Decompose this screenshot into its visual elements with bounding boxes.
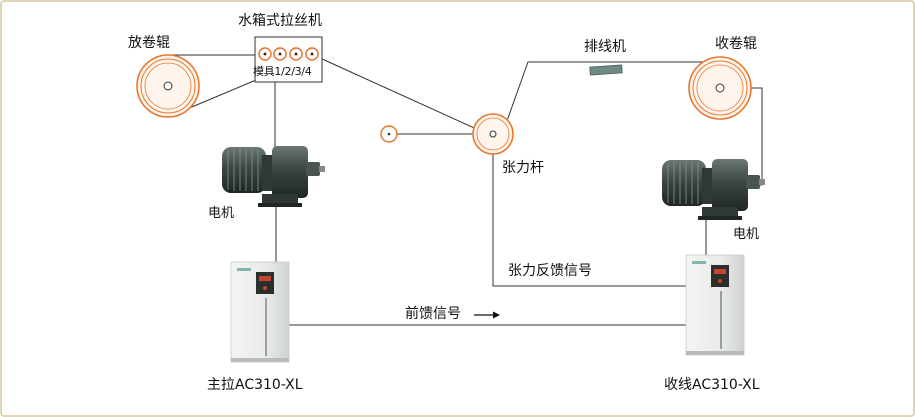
inverter-main-icon [230, 261, 290, 363]
arrow-right-icon [474, 311, 500, 319]
drawing-machine-label: 水箱式拉丝机 [238, 13, 322, 29]
die-icon [273, 47, 287, 61]
tension-feedback-line [492, 140, 700, 287]
inverter-takeup-label: 收线AC310-XL [664, 377, 760, 393]
dies-label: 模具1/2/3/4 [253, 65, 312, 78]
payoff-reel-label: 放卷辊 [128, 35, 170, 51]
drawing-machine-box [254, 36, 323, 83]
die-icon [258, 47, 272, 61]
wire-segment [319, 57, 484, 133]
traverse-unit-icon [589, 64, 623, 76]
inverter-takeup-icon [685, 254, 745, 356]
die-icon [305, 47, 319, 61]
dancer-pulley-icon [472, 113, 514, 155]
takeup-reel-icon [688, 56, 752, 120]
motor-left-icon [222, 146, 325, 207]
inverter-main-label: 主拉AC310-XL [207, 377, 303, 393]
wire-segment [502, 61, 720, 133]
motor-right-icon [662, 159, 765, 220]
guide-pulley-icon [380, 125, 398, 143]
payoff-reel-icon [136, 54, 200, 118]
die-icon [289, 47, 303, 61]
takeup-reel-label: 收卷辊 [715, 36, 757, 52]
feedforward-label: 前馈信号 [405, 306, 461, 322]
tension-feedback-label: 张力反馈信号 [508, 263, 592, 279]
traverse-label: 排线机 [584, 39, 626, 55]
dancer-label: 张力杆 [502, 160, 544, 176]
motor-right-label: 电机 [733, 227, 760, 242]
motor-left-label: 电机 [208, 206, 235, 221]
